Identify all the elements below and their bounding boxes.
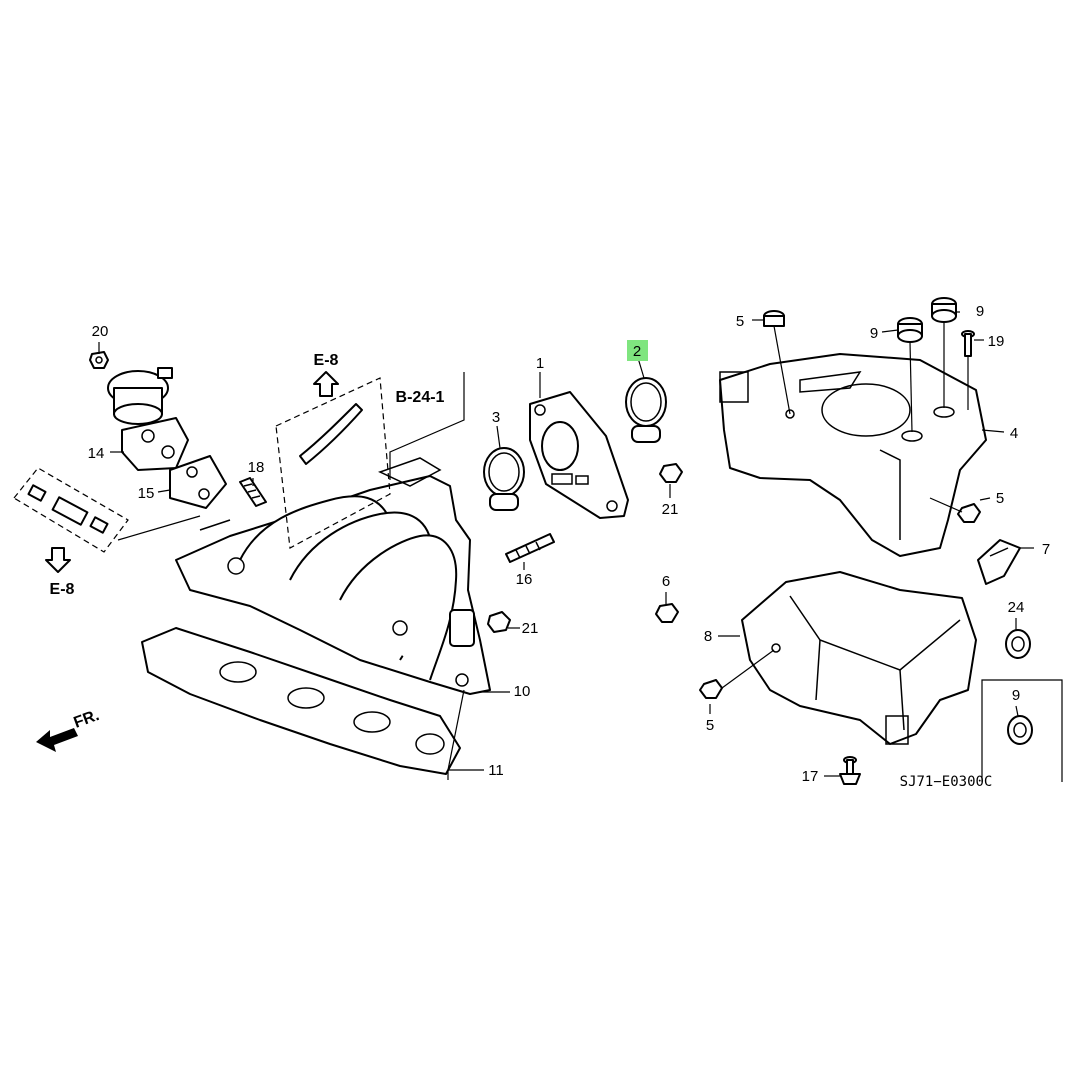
- hose-bracket-outline: [275, 377, 391, 549]
- egr-gasket-part-15[interactable]: [169, 455, 227, 509]
- bolt-part-19[interactable]: [961, 330, 975, 357]
- front-direction-arrow-icon: [36, 728, 78, 752]
- callout-20[interactable]: 20: [92, 323, 109, 340]
- egr-valve-part[interactable]: [107, 367, 189, 471]
- o-ring-part-3[interactable]: [483, 447, 525, 511]
- callout-10[interactable]: 10: [514, 683, 531, 700]
- e8-left-ref[interactable]: E-8: [50, 581, 75, 598]
- nut-part-21-lower[interactable]: [487, 611, 511, 633]
- nut-part-20[interactable]: [89, 351, 109, 369]
- e8-left-arrow-icon: [45, 547, 71, 573]
- bolt-part-5-top[interactable]: [763, 310, 785, 327]
- b24-1-ref[interactable]: B-24-1: [396, 389, 445, 406]
- callout-17[interactable]: 17: [802, 768, 819, 785]
- callout-14[interactable]: 14: [88, 445, 105, 462]
- e8-top-arrow-icon: [313, 371, 339, 397]
- callout-5-mid[interactable]: 5: [996, 490, 1004, 507]
- stud-part-18[interactable]: [239, 477, 267, 507]
- upper-cover-part-4[interactable]: [719, 353, 987, 557]
- b24-1-leader: [389, 372, 465, 480]
- highlighted-callout-box: [627, 340, 648, 361]
- drawing-code: SJ71−E0300C: [900, 774, 993, 790]
- callout-7[interactable]: 7: [1042, 541, 1050, 558]
- grommet-part-9-b[interactable]: [931, 297, 957, 323]
- stud-part-16[interactable]: [505, 533, 555, 563]
- callout-21-lower[interactable]: 21: [522, 620, 539, 637]
- bolt-part-17[interactable]: [839, 756, 861, 785]
- nut-part-21-upper[interactable]: [659, 463, 683, 483]
- mounting-plate-part-1[interactable]: [529, 391, 629, 519]
- inset-detail-box: [981, 679, 1063, 782]
- grommet-part-9-c[interactable]: [1007, 715, 1033, 745]
- callout-11[interactable]: 11: [488, 762, 504, 779]
- callout-8[interactable]: 8: [704, 628, 712, 645]
- callout-5-top[interactable]: 5: [736, 313, 744, 330]
- callout-4[interactable]: 4: [1010, 425, 1018, 442]
- callout-19[interactable]: 19: [988, 333, 1005, 350]
- callout-2[interactable]: 2: [633, 343, 641, 360]
- manifold-gasket-part-11[interactable]: [141, 627, 461, 775]
- intake-manifold-part-10[interactable]: [175, 457, 491, 695]
- e8-top-ref[interactable]: E-8: [314, 352, 339, 369]
- front-direction-label: FR.: [72, 707, 102, 732]
- callout-16[interactable]: 16: [516, 571, 533, 588]
- callout-9-b[interactable]: 9: [976, 303, 984, 320]
- bolt-part-5-lower[interactable]: [699, 679, 723, 699]
- sensor-detail-box: [13, 467, 201, 553]
- callout-6[interactable]: 6: [662, 573, 670, 590]
- clip-part-7[interactable]: [977, 539, 1021, 585]
- leader-lines: [98, 311, 1034, 780]
- grommet-part-24[interactable]: [1005, 629, 1031, 659]
- callout-9-a[interactable]: 9: [870, 325, 878, 342]
- bolt-part-5-mid[interactable]: [957, 503, 981, 523]
- callout-15[interactable]: 15: [138, 485, 155, 502]
- o-ring-part-2[interactable]: [625, 377, 667, 443]
- callout-24[interactable]: 24: [1008, 599, 1025, 616]
- callout-9-c[interactable]: 9: [1012, 687, 1020, 704]
- callout-21-upper[interactable]: 21: [662, 501, 679, 518]
- callout-3[interactable]: 3: [492, 409, 500, 426]
- callout-1[interactable]: 1: [536, 355, 544, 372]
- lower-cover-part-8[interactable]: [741, 571, 977, 745]
- nut-part-6[interactable]: [655, 603, 679, 623]
- grommet-part-9-a[interactable]: [897, 317, 923, 343]
- callout-18[interactable]: 18: [248, 459, 265, 476]
- callout-5-lower[interactable]: 5: [706, 717, 714, 734]
